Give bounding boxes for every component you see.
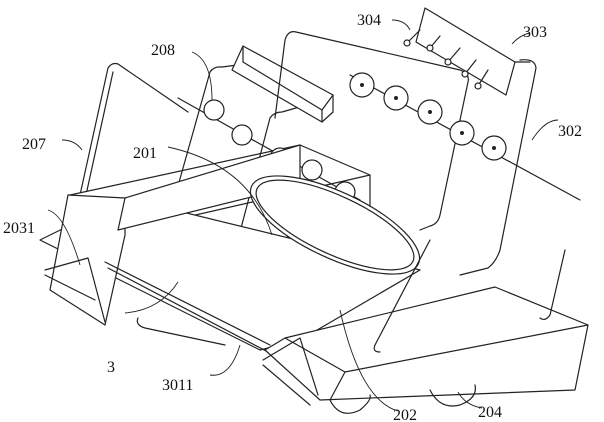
tray-201: [249, 175, 421, 275]
label-2031: 2031: [3, 220, 35, 237]
label-304: 304: [357, 12, 381, 29]
label-201: 201: [133, 145, 157, 162]
nozzles-304: [403, 29, 489, 90]
leader-lines: [47, 19, 559, 412]
left-block: [49, 194, 126, 326]
label-207: 207: [22, 136, 46, 153]
wheel-202: [329, 394, 371, 414]
label-3: 3: [107, 359, 115, 376]
guide-2031: [44, 257, 106, 323]
label-3011: 3011: [162, 377, 193, 394]
label-302: 302: [558, 123, 582, 140]
frame-207: [79, 62, 189, 196]
label-303: 303: [523, 24, 547, 41]
label-204: 204: [478, 404, 502, 421]
wheel-204: [429, 384, 477, 407]
rail-3011: [104, 261, 271, 353]
upper-block: [231, 45, 334, 123]
guide-front: [262, 337, 319, 406]
label-202: 202: [393, 407, 417, 422]
nozzle-plate-303: [415, 7, 516, 96]
label-208: 208: [151, 42, 175, 59]
